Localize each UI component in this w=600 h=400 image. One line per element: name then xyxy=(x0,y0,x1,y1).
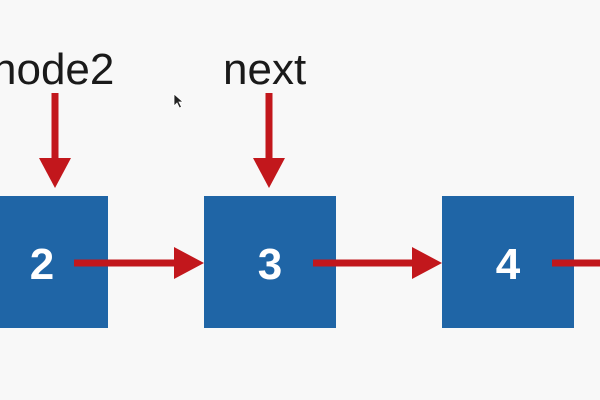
node-value: 3 xyxy=(257,240,283,289)
pointer-arrow-node2 xyxy=(39,93,71,188)
pointer-arrow-next xyxy=(253,93,285,188)
node-value: 2 xyxy=(29,240,55,289)
pointer-label-next: next xyxy=(223,45,307,94)
link-arrow-3-to-4 xyxy=(313,247,442,279)
mouse-cursor-icon xyxy=(173,93,185,109)
node-value: 4 xyxy=(495,240,521,289)
pointer-label-node2: node2 xyxy=(0,45,115,94)
link-arrow-2-to-3 xyxy=(74,247,204,279)
